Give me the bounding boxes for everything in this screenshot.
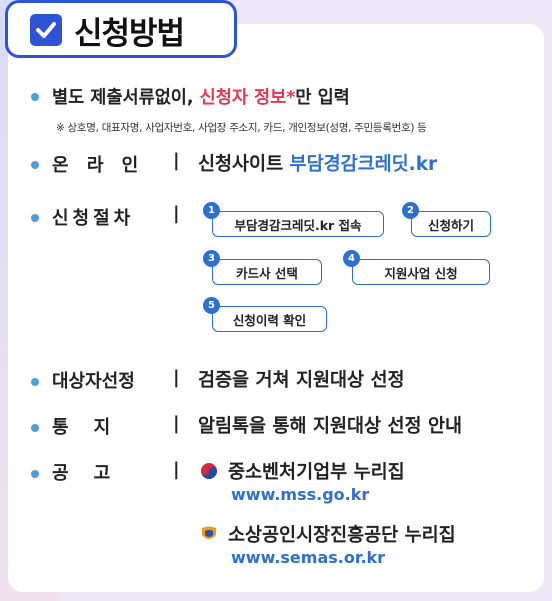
- step-1-number: 1: [203, 202, 220, 219]
- announce-item-2-title: 소상공인시장진흥공단 누리집: [228, 525, 456, 546]
- intro-text: 별도 제출서류없이, 신청자 정보*만 입력: [52, 84, 350, 109]
- checkbox-checked-icon: [30, 14, 62, 46]
- bullet-icon: [31, 93, 39, 101]
- online-site-link[interactable]: 부담경감크레딧.kr: [289, 154, 438, 175]
- procedure-separator: |: [173, 203, 180, 224]
- bullet-icon: [31, 424, 39, 432]
- step-1-box: 부담경감크레딧.kr 접속: [212, 211, 384, 237]
- step-4-box: 지원사업 신청: [352, 259, 490, 285]
- notice-text: 알림톡을 통해 지원대상 선정 안내: [198, 416, 463, 437]
- step-2-box: 신청하기: [411, 211, 491, 237]
- intro-prefix: 별도 제출서류없이,: [52, 88, 200, 108]
- announce-item-2-url[interactable]: www.semas.or.kr: [231, 548, 386, 567]
- step-3-box: 카드사 선택: [212, 259, 322, 285]
- intro-note: ※ 상호명, 대표자명, 사업자번호, 사업장 주소지, 카드, 개인정보(성명…: [56, 122, 427, 134]
- step-3-number: 3: [203, 250, 220, 267]
- notice-separator: |: [173, 413, 180, 434]
- procedure-label: 신청절차: [52, 208, 135, 229]
- intro-suffix: 만 입력: [295, 88, 350, 108]
- selection-separator: |: [173, 367, 180, 388]
- announce-label: 공 고: [52, 463, 111, 484]
- bullet-icon: [31, 161, 39, 169]
- page-title: 신청방법: [74, 16, 185, 52]
- online-text: 신청사이트 부담경감크레딧.kr: [198, 150, 437, 176]
- online-label: 온 라 인: [52, 155, 145, 176]
- bullet-icon: [31, 214, 39, 222]
- intro-highlight: 신청자 정보*: [199, 88, 296, 108]
- semas-logo-icon: [200, 525, 218, 543]
- korea-government-logo-icon: [200, 462, 218, 480]
- selection-label: 대상자선정: [52, 371, 135, 392]
- bullet-icon: [31, 470, 39, 478]
- online-site-label: 신청사이트: [198, 154, 290, 175]
- step-5-box: 신청이력 확인: [212, 306, 327, 332]
- selection-text: 검증을 거쳐 지원대상 선정: [198, 370, 405, 391]
- step-2-number: 2: [402, 202, 419, 219]
- title-tab: 신청방법: [5, 0, 237, 58]
- announce-item-1-url[interactable]: www.mss.go.kr: [231, 485, 370, 504]
- notice-label: 통 지: [52, 417, 111, 438]
- online-separator: |: [173, 150, 180, 171]
- bullet-icon: [31, 378, 39, 386]
- step-5-number: 5: [203, 297, 220, 314]
- step-4-number: 4: [343, 250, 360, 267]
- announce-item-1-title: 중소벤처기업부 누리집: [228, 462, 405, 483]
- announce-separator: |: [173, 459, 180, 480]
